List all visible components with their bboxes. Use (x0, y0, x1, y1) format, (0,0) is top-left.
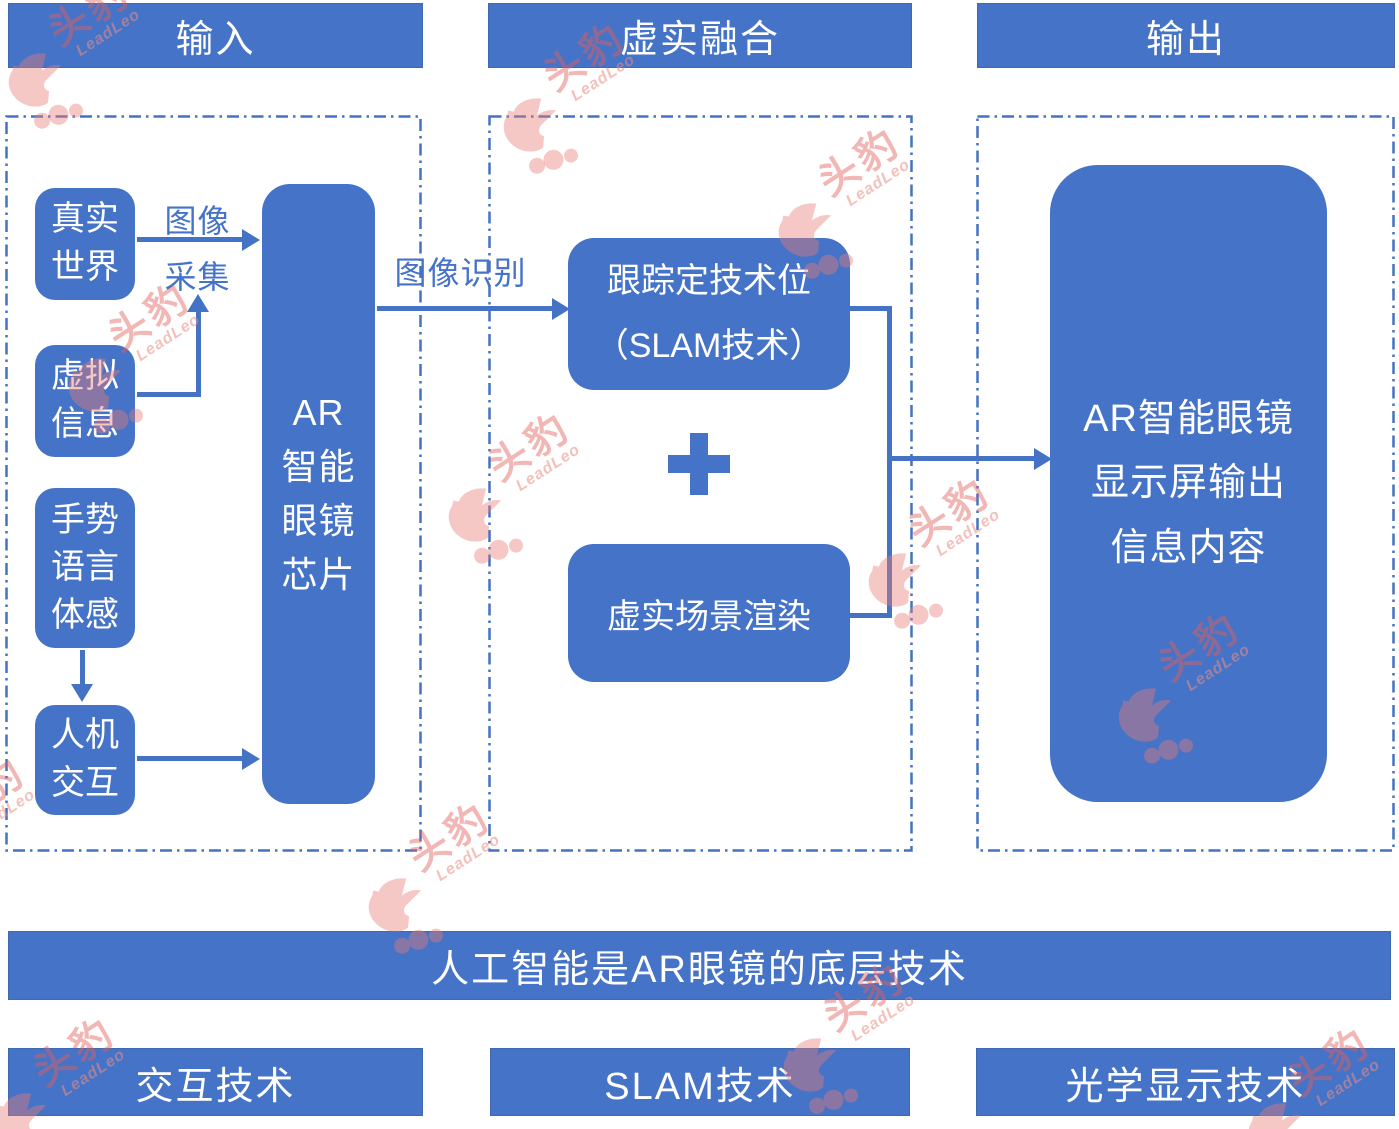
arrow-virtual-elbow-head (187, 294, 209, 312)
tech-bar-interaction: 交互技术 (8, 1048, 423, 1116)
arrow-to-output-head (1034, 448, 1052, 470)
output-column-frame (976, 115, 1395, 852)
header-bar-fusion: 虚实融合 (488, 3, 912, 68)
virtual-info-box: 虚拟 信息 (35, 345, 135, 457)
gesture-box: 手势 语言 体感 (35, 488, 135, 648)
arrow-gesture-to-hci-line (80, 650, 85, 686)
arrow-gesture-to-hci-head (71, 684, 93, 702)
bracket-vertical-line (887, 306, 892, 618)
arrow-image-capture-head (242, 229, 260, 251)
arrow-image-recognition-head (552, 298, 570, 320)
tech-bar-slam: SLAM技术 (490, 1048, 910, 1116)
real-world-box: 真实 世界 (35, 188, 135, 300)
arrow-hci-to-chip-head (242, 748, 260, 770)
plus-icon-vbar (690, 433, 708, 495)
render-box: 虚实场景渲染 (568, 544, 850, 682)
bracket-bottom-line (850, 613, 892, 618)
arrow-image-capture-line (137, 237, 242, 242)
capture-label-top: 图像 (164, 203, 231, 239)
hci-box: 人机 交互 (35, 705, 135, 815)
arrow-to-output-line (892, 456, 1036, 461)
ai-foundation-bar: 人工智能是AR眼镜的底层技术 (8, 931, 1391, 1000)
arrow-virtual-elbow-riser (196, 312, 201, 395)
tech-bar-optical: 光学显示技术 (976, 1048, 1395, 1116)
arrow-virtual-elbow-line (137, 392, 201, 397)
bracket-top-line (850, 306, 892, 311)
tracking-box: 跟踪定技术位 （SLAM技术） (568, 238, 850, 390)
fusion-column-frame (488, 115, 913, 852)
chip-box: AR 智能 眼镜 芯片 (262, 184, 375, 804)
capture-label-bottom: 采集 (164, 259, 231, 295)
header-bar-output: 输出 (977, 3, 1395, 68)
arrow-image-recognition-line (377, 306, 552, 311)
header-bar-input: 输入 (8, 3, 423, 68)
plus-icon (668, 433, 730, 495)
input-column-frame (5, 115, 422, 852)
arrow-hci-to-chip-line (137, 756, 242, 761)
output-box: AR智能眼镜 显示屏输出 信息内容 (1050, 165, 1327, 802)
recognition-label: 图像识别 (394, 255, 527, 291)
